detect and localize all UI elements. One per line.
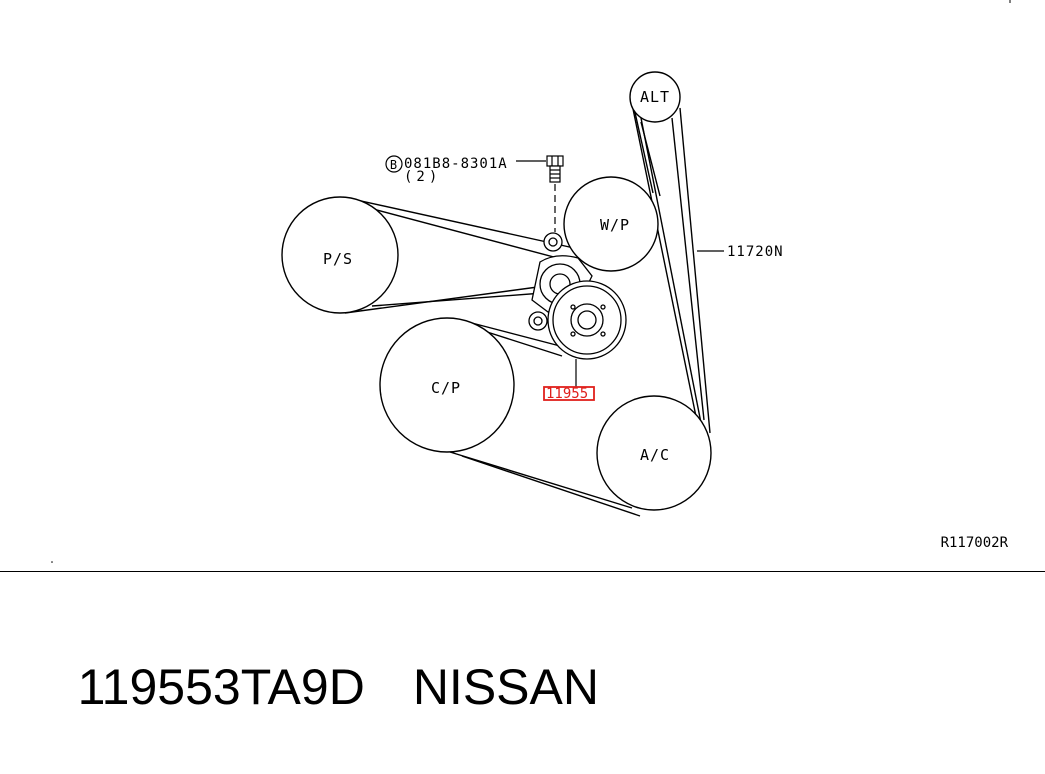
bolt-quantity: (2) [404,169,441,185]
drive-belt [342,103,711,517]
bolt-symbol-circle [385,155,403,173]
bolt-icon [546,155,564,183]
bolt-part-number[interactable]: 081B8-8301A [404,156,508,172]
cp-label: C/P [431,379,461,397]
ac-label: A/C [640,446,670,464]
power-steering-pulley [281,196,399,314]
crank-pulley [379,317,515,453]
belt-routing-diagram: ALT W/P P/S C/P A/C B 081B8-8301A (2) 11… [51,0,1011,563]
diagram-reference-code: R117002R [941,535,1009,551]
bolt-symbol: B [390,158,398,172]
belt-part-number[interactable]: 11720N [727,244,784,260]
ac-compressor-pulley [596,395,712,511]
alternator-pulley [629,71,681,123]
water-pump-pulley [563,176,659,272]
tensioner-part-highlight[interactable] [543,386,595,401]
tensioner-part-number[interactable]: 11955 [546,386,588,402]
alt-label: ALT [640,88,670,106]
footer-part-number: 119553TA9D [77,659,365,715]
footer-bar: 119553TA9D NISSAN [0,571,1045,715]
belt-tensioner [528,232,627,360]
footer-brand: NISSAN [412,659,599,715]
ps-label: P/S [323,250,353,268]
wp-label: W/P [600,216,630,234]
footer-title: 119553TA9D NISSAN [22,600,599,774]
